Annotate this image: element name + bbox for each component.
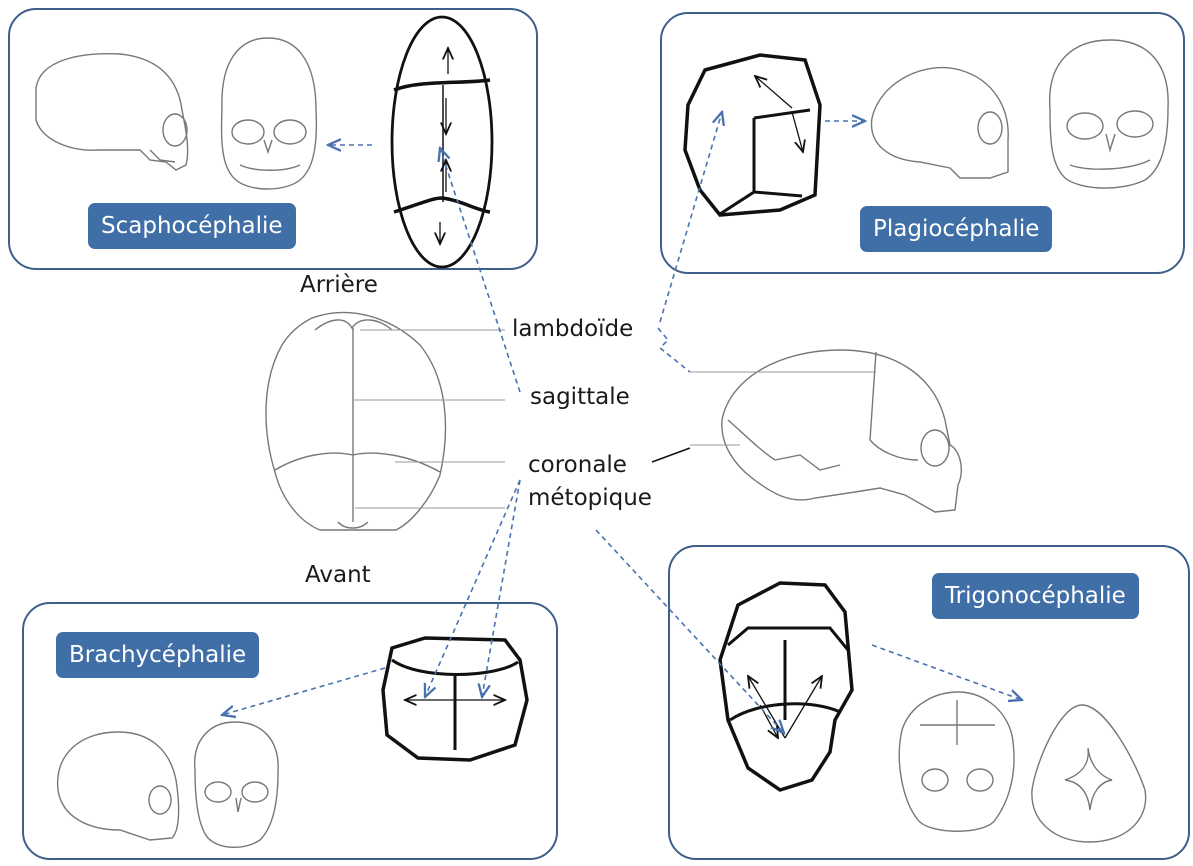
trigonocephaly-front-skull xyxy=(899,692,1014,831)
front-label: Avant xyxy=(305,562,371,588)
plagiocephaly-front-skull xyxy=(1050,40,1169,188)
lambdoid-suture-label: lambdoïde xyxy=(512,316,633,342)
center-lateral-skull xyxy=(722,350,961,512)
metopic-suture-label: métopique xyxy=(528,485,652,511)
trigonocephaly-top-view xyxy=(720,583,852,790)
trigonocephaly-tag: Trigonocéphalie xyxy=(932,573,1139,619)
scaphocephaly-top-view xyxy=(392,17,492,267)
sagittal-suture-label: sagittale xyxy=(530,384,630,410)
brachycephaly-front-skull xyxy=(195,722,278,847)
scaphocephaly-tag: Scaphocéphalie xyxy=(88,203,296,249)
brachycephaly-tag: Brachycéphalie xyxy=(56,632,259,678)
lambdoid-bracket xyxy=(658,328,690,372)
center-top-leader-lines xyxy=(353,330,505,508)
center-top-skull xyxy=(266,312,446,530)
plagiocephaly-lateral-skull xyxy=(872,68,1009,178)
scaphocephaly-lateral-skull xyxy=(36,54,188,170)
plagiocephaly-tag: Plagiocéphalie xyxy=(860,206,1052,252)
brachycephaly-top-view xyxy=(383,638,527,760)
back-label: Arrière xyxy=(300,272,378,298)
plagiocephaly-top-view xyxy=(685,55,820,215)
trigonocephaly-top-skull xyxy=(1032,705,1146,842)
coronal-suture-label: coronale xyxy=(528,452,627,478)
scaphocephaly-front-skull xyxy=(222,38,317,189)
brachycephaly-lateral-skull xyxy=(58,732,179,840)
center-lateral-leader-lines xyxy=(690,372,876,445)
